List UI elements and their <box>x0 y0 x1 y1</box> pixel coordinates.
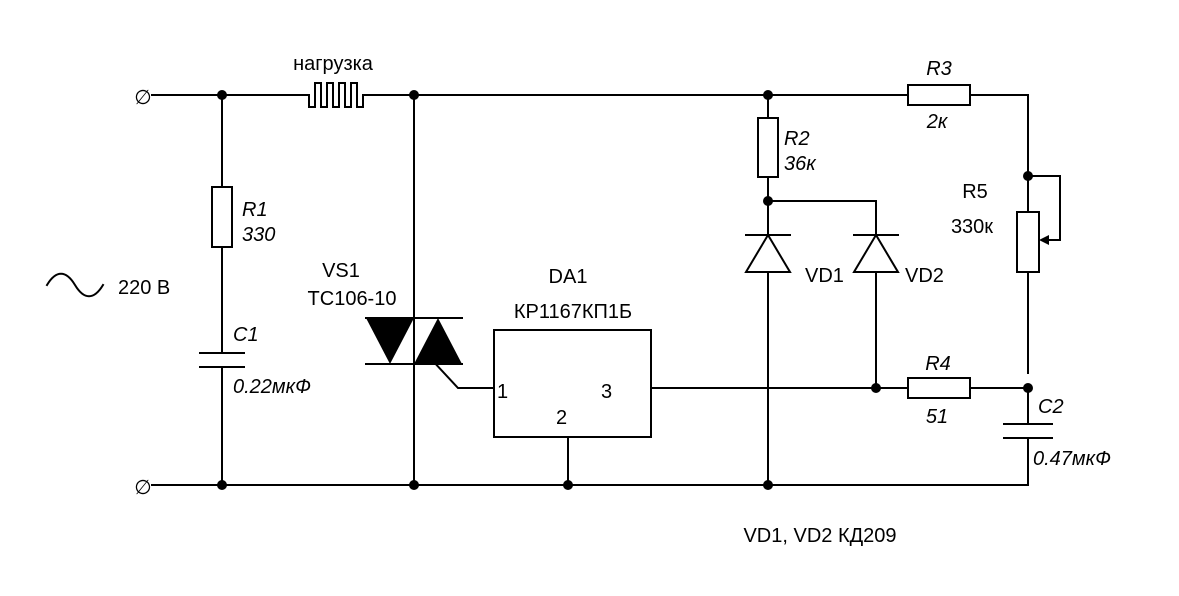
r5-wiper-wire <box>1027 175 1061 241</box>
da1-chip <box>493 329 652 438</box>
load-label: нагрузка <box>293 53 374 75</box>
c1-name: C1 <box>233 324 259 346</box>
terminal-top-symbol: ∅ <box>134 87 151 109</box>
vd2-branch-wire <box>767 200 877 389</box>
c2-name: C2 <box>1038 396 1064 418</box>
da1-pin2-label: 2 <box>556 407 567 429</box>
vs1-triac <box>365 317 463 365</box>
r3-name: R3 <box>926 58 952 80</box>
ac-sine-icon <box>45 272 105 298</box>
vd2-diode <box>852 233 900 273</box>
r4-name: R4 <box>925 353 951 375</box>
junction-dot <box>763 480 773 490</box>
diode-note: VD1, VD2 КД209 <box>743 525 896 547</box>
gate-wire <box>430 358 495 389</box>
junction-dot <box>763 196 773 206</box>
bottom-rail <box>151 437 1029 486</box>
r1-name: R1 <box>242 199 268 221</box>
vd1-diode <box>744 233 792 273</box>
r2-name: R2 <box>784 128 810 150</box>
r2-resistor <box>757 117 779 178</box>
r3-value: 2к <box>926 111 949 133</box>
junction-dots <box>217 90 1033 490</box>
vd2-name: VD2 <box>905 265 944 287</box>
r2-value: 36к <box>784 153 817 175</box>
da1-type: КР1167КП1Б <box>514 301 632 323</box>
c1-value: 0.22мкФ <box>233 376 311 398</box>
junction-dot <box>1023 171 1033 181</box>
junction-dot <box>563 480 573 490</box>
junction-dot <box>409 90 419 100</box>
r5-wiper-arrow <box>1039 235 1049 245</box>
r3-resistor <box>907 84 971 106</box>
da1-pin1-label: 1 <box>497 381 508 403</box>
vs1-name: VS1 <box>322 260 360 282</box>
r5-potentiometer <box>1016 211 1049 273</box>
c2-value: 0.47мкФ <box>1033 448 1111 470</box>
r5-value: 330к <box>951 216 993 238</box>
terminal-bottom-symbol: ∅ <box>134 477 151 499</box>
r4-value: 51 <box>926 406 948 428</box>
c2-capacitor <box>1003 387 1053 439</box>
junction-dot <box>1023 383 1033 393</box>
junction-dot <box>217 480 227 490</box>
junction-dot <box>409 480 419 490</box>
c1-capacitor <box>199 352 245 368</box>
vd1-name: VD1 <box>805 265 844 287</box>
r1-value: 330 <box>242 224 275 246</box>
junction-dot <box>871 383 881 393</box>
r4-resistor <box>907 377 971 399</box>
da1-pin3-label: 3 <box>601 381 612 403</box>
junction-dot <box>763 90 773 100</box>
junction-dot <box>217 90 227 100</box>
supply-voltage-label: 220 В <box>118 277 170 299</box>
r1-resistor <box>211 186 233 248</box>
r5-name: R5 <box>962 181 988 203</box>
r3-to-r5-wire <box>969 94 1029 374</box>
wires <box>151 94 1061 486</box>
load-heater <box>304 82 369 108</box>
vs1-type: ТС106-10 <box>308 288 397 310</box>
da1-name: DA1 <box>549 266 588 288</box>
